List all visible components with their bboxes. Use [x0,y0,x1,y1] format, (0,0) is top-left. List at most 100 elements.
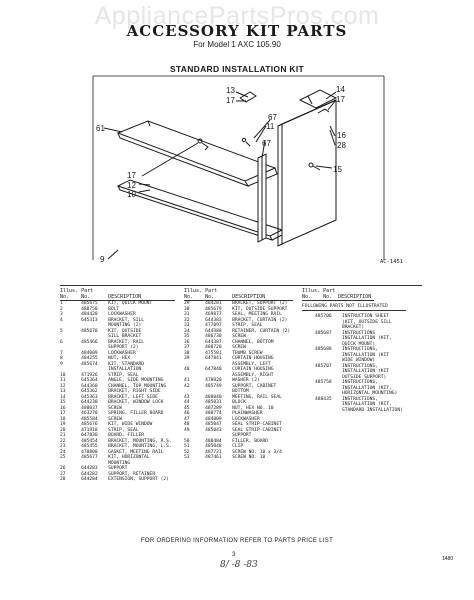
description-cell: INSTALLATION (KIT, [342,336,392,341]
description-cell: SUPPORT, CABINET [232,383,277,389]
illus-no-cell: 31 [184,312,190,317]
description-cell: INSTALLATION (KIT [342,369,390,374]
part-no-cell: 645363 [81,394,98,400]
description-cell: SCREW [108,416,122,422]
description-cell: CURTAIN HOUSING [232,367,274,372]
svg-text:11: 11 [266,122,275,131]
footer-note: FOR ORDERING INFORMATION REFER TO PARTS … [140,538,334,544]
handwritten-date: 8/ -8 -83 [220,560,258,570]
description-cell: SUPPORT [232,433,252,438]
table-row: ASSEMBLY, LEFT [184,362,293,368]
description-cell: RETAINER, CURTAIN (2) [232,328,291,334]
part-no-cell: 475581 [205,350,222,356]
table-row: OUTSIDE SUPPORT) [302,375,406,381]
description-cell: KIT, OUTSIDE SUPPORT [232,306,288,312]
hdr-no: No. [302,294,324,301]
description-cell: EXTENSION, SUPPORT (2) [108,477,169,482]
illus-no-cell: 2 [60,306,63,312]
illus-no-cell: 16 [60,405,66,411]
part-no-cell: 477097 [205,323,222,328]
not-illustrated-note: FOLLOWING PARTS NOT ILLUSTRATED [302,304,406,311]
illus-no-cell: 36 [184,339,190,345]
part-no-cell: 647840 [205,367,222,372]
table-row: ASSEMBLY, RIGHT [184,373,293,379]
part-no-cell: 487461 [205,455,222,460]
illus-no-cell: 37 [184,345,190,350]
illus-no-cell: 28 [60,477,66,482]
description-cell: SUPPORT [108,466,128,471]
description-cell: PLAINWASHER [232,411,263,416]
description-cell: ANGLE, SIDE MOUNTING [108,378,164,383]
part-no-cell: 644388 [205,328,222,334]
table-row: 46 488774 PLAINWASHER [184,411,293,417]
illus-no-cell: 23 [60,444,66,449]
table-row: HORIZONTAL MOUNTING) [302,391,406,397]
description-cell: CURTAIN HOUSING [232,356,274,361]
part-no-cell: 488774 [205,411,222,416]
part-no-cell: 485047 [205,422,222,427]
watermark: AppliancePartsPros.com [94,2,380,30]
illus-no-cell: 27 [60,471,66,477]
part-no-cell: 485454 [81,438,98,444]
part-no-cell: 488720 [205,345,222,350]
svg-text:12: 12 [127,181,136,190]
description-cell: KIT, QUICK MOUNT [108,301,153,306]
illus-no-cell: 19 [60,422,66,427]
part-no-cell: 485466 [81,339,98,345]
table-row: SUPPORT (2) [60,345,175,351]
illus-no-cell: 11 [60,378,66,383]
description-cell: KIT, WIDE WINDOW [108,422,153,427]
table-row: INSTALLATION (KIT, [302,402,406,408]
illus-no-cell: 13 [60,389,66,394]
description-cell: SUPPORT (2) [108,345,139,350]
svg-text:28: 28 [337,141,346,150]
svg-text:13: 13 [226,86,235,95]
illus-no-cell: 46 [184,411,190,416]
description-cell: NUT, HEX NO. 10 [232,405,274,411]
description-cell: SCREW NO. 10 [232,455,266,460]
part-no-cell: 485688 [315,347,332,352]
description-cell: (KIT, OUTSIDE SILL [342,319,392,325]
illus-no-cell: 50 [184,438,190,444]
part-no-cell: 485749 [205,383,222,389]
illus-no-cell: 24 [60,449,66,455]
hdr-partno: No. [81,294,109,301]
part-no-cell: 644238 [81,400,98,405]
svg-text:9: 9 [100,255,105,264]
table-row: (KIT, OUTSIDE SILL [302,320,406,326]
table-row: STANDARD INSTALLATION) [302,408,406,414]
description-cell: STRIP, SEAL [108,372,139,378]
hdr-desc: DESCRIPTION [338,294,375,301]
illus-no-cell: 25 [60,455,66,460]
part-no-cell: 485707 [315,363,332,369]
illus-no-cell: 1 [60,301,63,306]
svg-text:67: 67 [262,139,271,148]
part-no-cell: 644387 [205,339,222,345]
illus-no-cell: 33 [184,323,190,328]
illus-no-cell: 39 [184,356,190,361]
hdr-illus: Illus. [302,288,321,294]
description-cell: SUPPORT, RETAINER [108,471,156,477]
description-cell: BRACKET, MOUNTING, L.S. [108,444,172,449]
table-row: BRACKET) [302,325,406,331]
description-cell: SCREW [232,345,246,350]
